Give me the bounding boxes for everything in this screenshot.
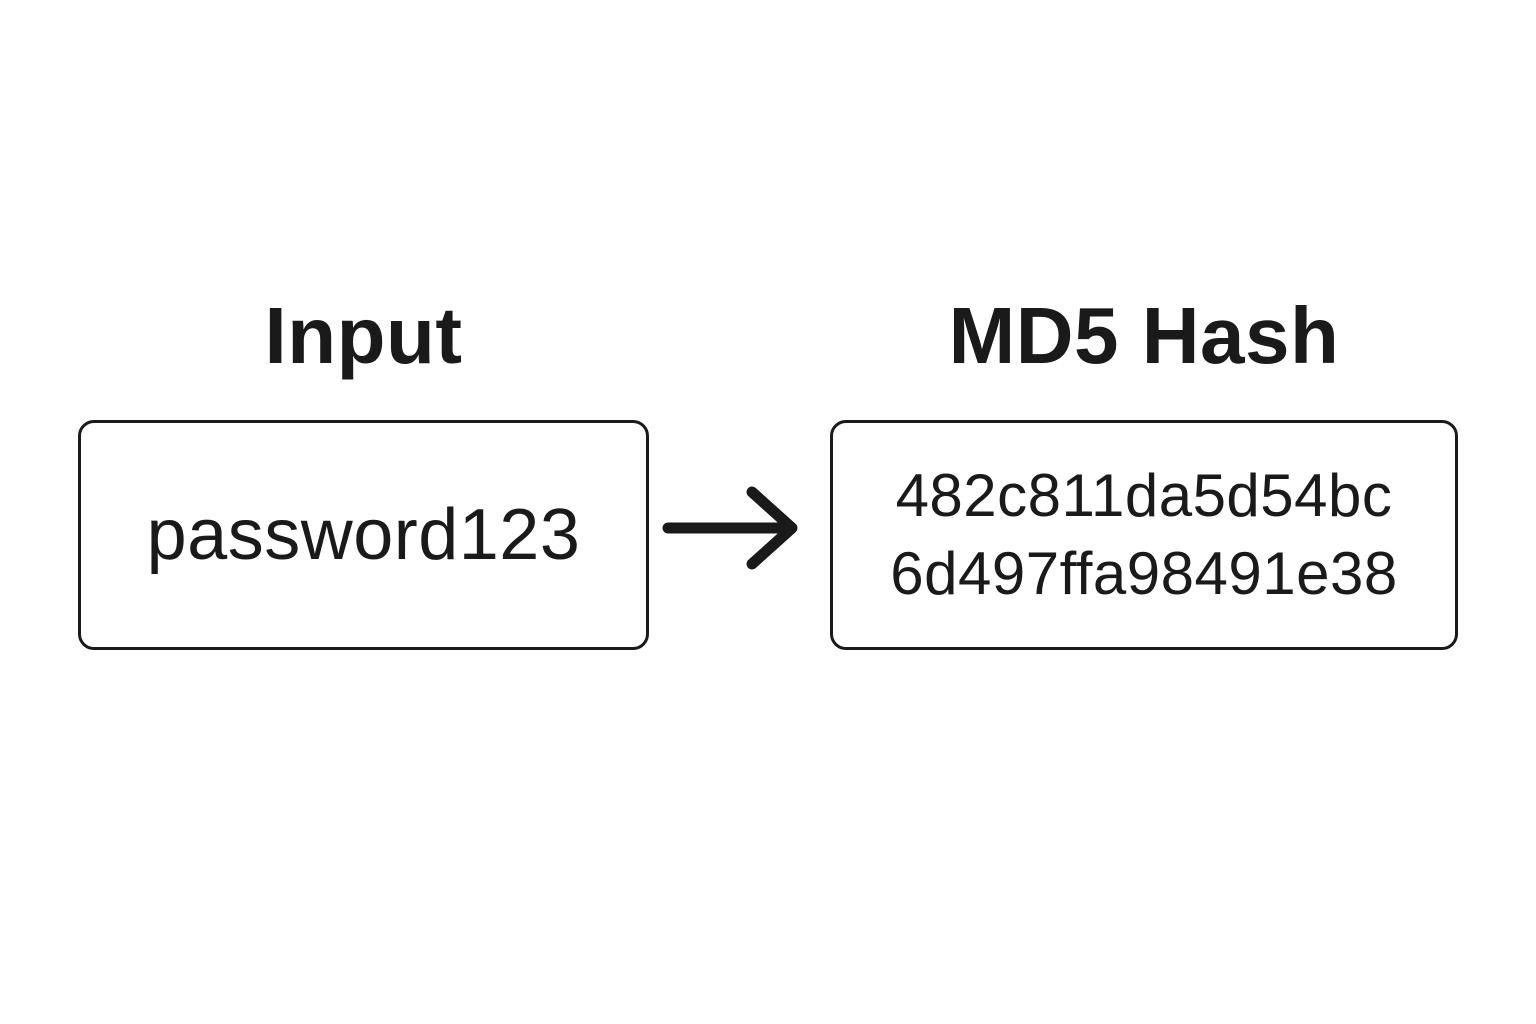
md5-hash-box: 482c811da5d54bc 6d497ffa98491e38 xyxy=(830,420,1458,650)
hash-line-2: 6d497ffa98491e38 xyxy=(890,540,1398,607)
arrow-right-icon xyxy=(662,486,798,570)
input-title: Input xyxy=(264,291,463,380)
hash-line-1: 482c811da5d54bc xyxy=(895,462,1393,529)
input-box: password123 xyxy=(78,420,649,650)
md5-hash-title: MD5 Hash xyxy=(948,291,1340,380)
input-value: password123 xyxy=(146,495,581,575)
